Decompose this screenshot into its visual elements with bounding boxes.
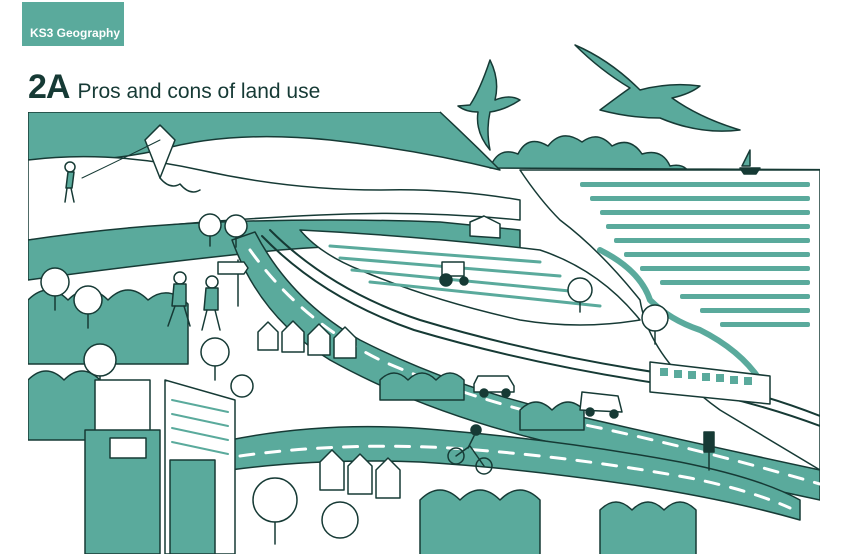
bush-icon [28,289,697,554]
van-icon [579,391,623,419]
signpost-icon [217,259,249,307]
section-title: Pros and cons of land use [77,80,321,103]
cyclist-icon [447,424,493,475]
cloud-icon [489,135,820,181]
section-number: 2A [28,68,70,106]
subject-badge: KS3 Geography [22,2,124,46]
traffic-light-icon [703,431,715,471]
hill-icon [28,111,521,281]
building-icon [84,379,236,554]
tractor-icon [439,261,469,287]
page-title: 2A Pros and cons of land use [28,68,320,107]
train-icon [649,361,771,405]
tree-icon [40,213,669,545]
hikers-icon [167,271,221,331]
car-icon [473,375,515,398]
house-icon [257,215,501,499]
road-icon [229,231,820,521]
seagull-icon [457,44,741,151]
person-icon [64,161,76,203]
subject-badge-label: KS3 Geography [30,26,121,40]
river-icon [597,247,763,383]
sailboat-icon [739,149,761,175]
kite-icon [81,124,201,193]
